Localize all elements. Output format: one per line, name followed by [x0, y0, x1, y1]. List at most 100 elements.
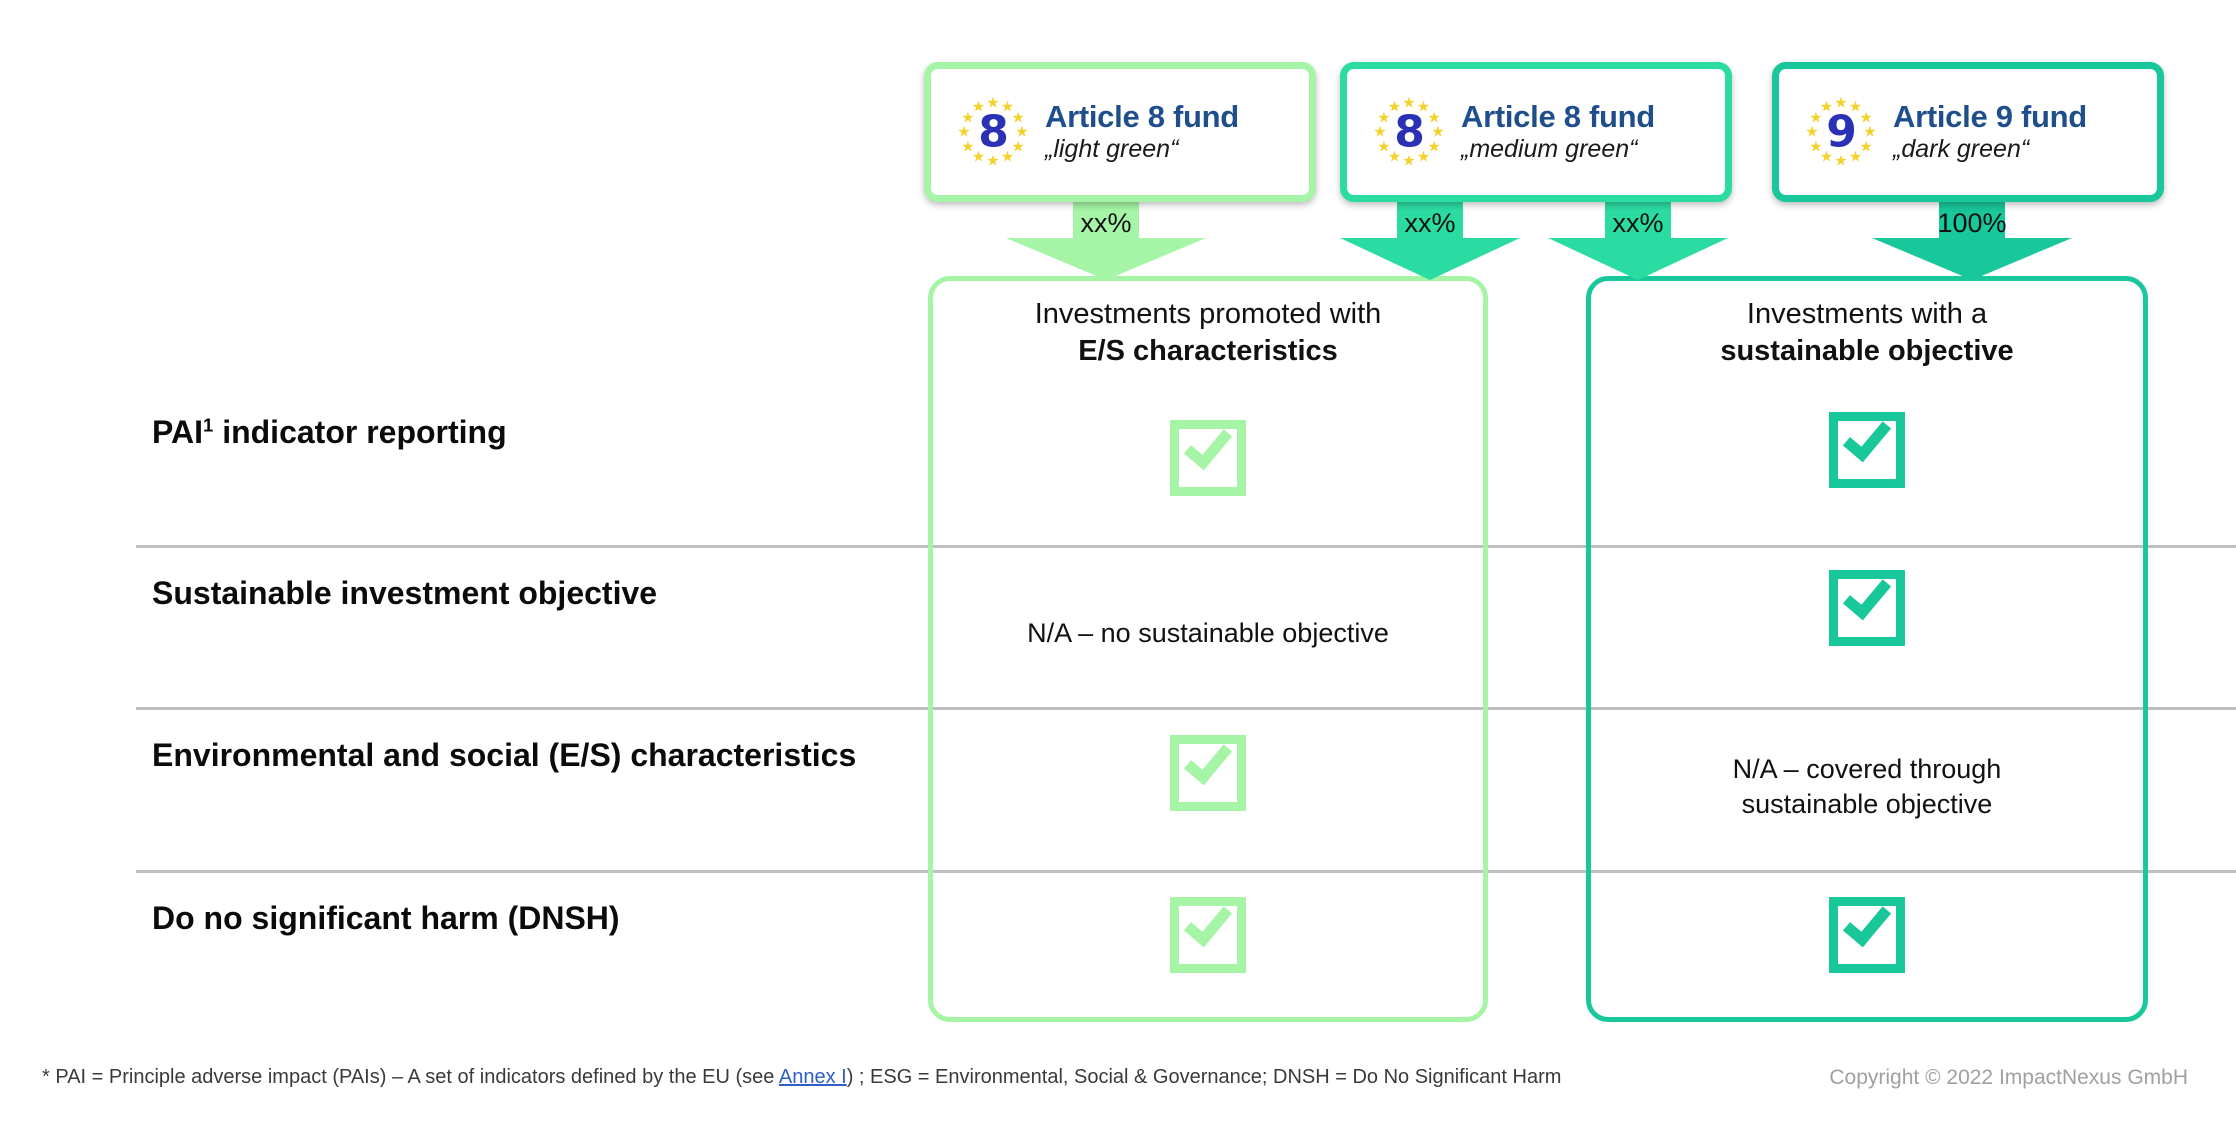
cell-dnsh-left [928, 896, 1488, 982]
eu-star-icon: ★ [1377, 109, 1391, 126]
eu-star-icon: ★ [1834, 94, 1848, 112]
eu-star-icon: ★ [1387, 148, 1402, 166]
eu-star-icon: ★ [1859, 138, 1873, 155]
fund-subtitle: „dark green“ [1893, 135, 2030, 164]
eu-star-icon: ★ [1373, 123, 1387, 141]
arrow-head-icon [1548, 238, 1728, 280]
eu-star-icon: ★ [1000, 98, 1015, 116]
cell-text: N/A – no sustainable objective [1027, 618, 1389, 648]
annex-i-link[interactable]: Annex I [778, 1066, 847, 1088]
cell-sustainable-objective-right [1586, 569, 2148, 655]
fund-subtitle: „light green“ [1045, 135, 1179, 164]
eu-star-icon: ★ [1011, 138, 1025, 155]
eu-star-icon: ★ [986, 94, 1000, 112]
fund-card-article-8-light[interactable]: 8 ★★★★★★★★★★★★ Article 8 fund „light gre… [924, 62, 1316, 202]
eu-star-icon: ★ [1402, 94, 1416, 112]
arrow-shaft [1939, 200, 2005, 242]
fund-card-text: Article 8 fund „light green“ [1045, 98, 1239, 164]
flow-arrow-4: 100% [1872, 200, 2072, 282]
eu-star-icon: ★ [1859, 109, 1873, 126]
cell-es-characteristics-right: N/A – covered through sustainable object… [1586, 752, 2148, 822]
cell-es-characteristics-left [928, 734, 1488, 820]
arrow-percent-label: xx% [1612, 208, 1664, 238]
eu-star-icon: ★ [1819, 98, 1834, 116]
eu-star-icon: ★ [986, 152, 1000, 170]
cell-pai-right [1586, 411, 2148, 497]
column-header-e-s-characteristics: Investments promoted with E/S characteri… [928, 296, 1488, 370]
flow-arrow-3: xx% [1548, 200, 1728, 282]
eu-star-icon: ★ [1011, 109, 1025, 126]
eu-flag-icon: 8 ★★★★★★★★★★★★ [953, 92, 1033, 172]
row-divider [136, 870, 2236, 873]
row-label-text: Environmental and social (E/S) character… [152, 737, 857, 773]
eu-star-icon: ★ [1848, 148, 1863, 166]
column-header-line2: E/S characteristics [1078, 335, 1338, 368]
cell-text-line2: sustainable objective [1741, 789, 1993, 820]
eu-star-icon: ★ [971, 98, 986, 116]
checkmark-icon [1170, 419, 1246, 496]
cell-pai-left [928, 419, 1488, 505]
checkbox-box [1829, 412, 1905, 488]
flow-arrow-1: xx% [1006, 200, 1206, 282]
column-header-line1: Investments with a [1746, 298, 1988, 330]
eu-badge-number: 8 [1394, 106, 1425, 158]
fund-subtitle: „medium green“ [1461, 135, 1638, 164]
column-header-line1: Investments promoted with [1034, 298, 1382, 330]
checkmark-icon [1829, 569, 1905, 646]
arrow-shaft [1073, 200, 1139, 242]
column-header-line2: sustainable objective [1720, 335, 2014, 368]
eu-star-icon: ★ [1819, 148, 1834, 166]
row-label-pai-indicator-reporting: PAI1 indicator reporting [152, 412, 912, 454]
copyright-text: Copyright © 2022 ImpactNexus GmbH [1829, 1066, 2188, 1089]
checkmark-icon [1829, 896, 1905, 973]
flow-arrow-2: xx% [1340, 200, 1520, 282]
footnote: * PAI = Principle adverse impact (PAIs) … [42, 1066, 1561, 1089]
fund-title: Article 8 fund [1045, 98, 1239, 134]
arrow-head-icon [1340, 238, 1520, 280]
eu-star-icon: ★ [1809, 138, 1823, 155]
fund-card-text: Article 8 fund „medium green“ [1461, 99, 1655, 164]
footnote-text-part1: * PAI = Principle adverse impact (PAIs) … [42, 1066, 779, 1088]
eu-star-icon: ★ [1805, 123, 1819, 141]
eu-star-icon: ★ [1427, 109, 1441, 126]
eu-flag-icon: 9 ★★★★★★★★★★★★ [1801, 92, 1881, 172]
eu-flag-icon: 8 ★★★★★★★★★★★★ [1369, 92, 1449, 172]
cell-dnsh-right [1586, 896, 2148, 982]
eu-star-icon: ★ [1377, 138, 1391, 155]
cell-sustainable-objective-left: N/A – no sustainable objective [928, 616, 1488, 651]
eu-badge-number: 8 [978, 106, 1009, 158]
column-header-sustainable-objective: Investments with a sustainable objective [1586, 296, 2148, 370]
eu-star-icon: ★ [957, 123, 971, 141]
eu-star-icon: ★ [1416, 148, 1431, 166]
eu-star-icon: ★ [1427, 138, 1441, 155]
fund-card-text: Article 9 fund „dark green“ [1893, 99, 2087, 164]
arrow-shaft [1397, 200, 1463, 242]
row-label-text: Do no significant harm (DNSH) [152, 900, 620, 936]
checkbox-box [1829, 570, 1905, 646]
eu-star-icon: ★ [1863, 123, 1877, 141]
fund-card-article-8-medium[interactable]: 8 ★★★★★★★★★★★★ Article 8 fund „medium gr… [1340, 62, 1732, 202]
arrow-percent-label: xx% [1404, 208, 1456, 238]
eu-star-icon: ★ [971, 148, 986, 166]
checkbox-box [1170, 420, 1246, 496]
row-label-environmental-social-characteristics: Environmental and social (E/S) character… [152, 735, 912, 777]
column-box-e-s-characteristics [928, 276, 1488, 1022]
cell-text-line1: N/A – covered through [1732, 754, 2002, 784]
eu-star-icon: ★ [1834, 152, 1848, 170]
checkmark-icon [1170, 896, 1246, 973]
footnote-text-part2: ) ; ESG = Environmental, Social & Govern… [846, 1066, 1562, 1088]
checkbox-box [1829, 897, 1905, 973]
arrow-head-icon [1872, 238, 2072, 280]
arrow-shaft [1605, 200, 1671, 242]
fund-card-article-9-dark[interactable]: 9 ★★★★★★★★★★★★ Article 9 fund „dark gree… [1772, 62, 2164, 202]
eu-star-icon: ★ [1416, 98, 1431, 116]
eu-star-icon: ★ [1000, 148, 1015, 166]
arrow-head-icon [1006, 238, 1206, 280]
arrow-percent-label: 100% [1937, 208, 2007, 238]
row-divider [136, 545, 2236, 548]
row-label-text: Sustainable investment objective [152, 575, 658, 611]
eu-star-icon: ★ [1402, 152, 1416, 170]
checkbox-box [1170, 897, 1246, 973]
row-divider [136, 707, 2236, 710]
